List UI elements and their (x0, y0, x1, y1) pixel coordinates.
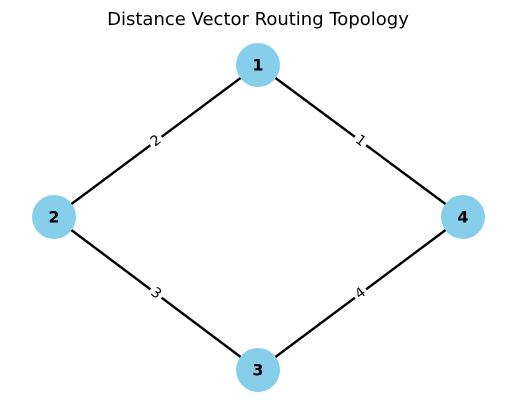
edge-weight-label: 1 (349, 129, 372, 153)
node-label: 2 (48, 208, 59, 227)
node-circle (236, 43, 280, 87)
node-3: 3 (236, 348, 280, 392)
node-circle (236, 348, 280, 392)
node-circle (441, 195, 485, 239)
edge-weight-label: 4 (349, 282, 372, 305)
edge-3-4: 4 (256, 215, 465, 372)
edge-1-2: 2 (52, 63, 260, 219)
node-label: 1 (252, 56, 263, 75)
edge-2-3: 3 (52, 215, 260, 372)
node-4: 4 (441, 195, 485, 239)
edge-label-background (145, 129, 167, 153)
edge-weight-label: 3 (145, 282, 167, 305)
edge-label-background (145, 282, 167, 305)
node-label: 4 (457, 208, 468, 227)
node-2: 2 (32, 195, 76, 239)
edge-1-4: 1 (256, 63, 465, 219)
edge-label-background (349, 129, 372, 153)
nodes-layer: 1 2 3 4 (32, 43, 485, 392)
node-circle (32, 195, 76, 239)
node-label: 3 (252, 361, 263, 380)
edge-label-background (349, 282, 372, 305)
node-1: 1 (236, 43, 280, 87)
edges-layer: 2 1 3 4 (52, 63, 465, 372)
edge-weight-label: 2 (145, 129, 167, 153)
diagram-title: Distance Vector Routing Topology (107, 9, 409, 30)
